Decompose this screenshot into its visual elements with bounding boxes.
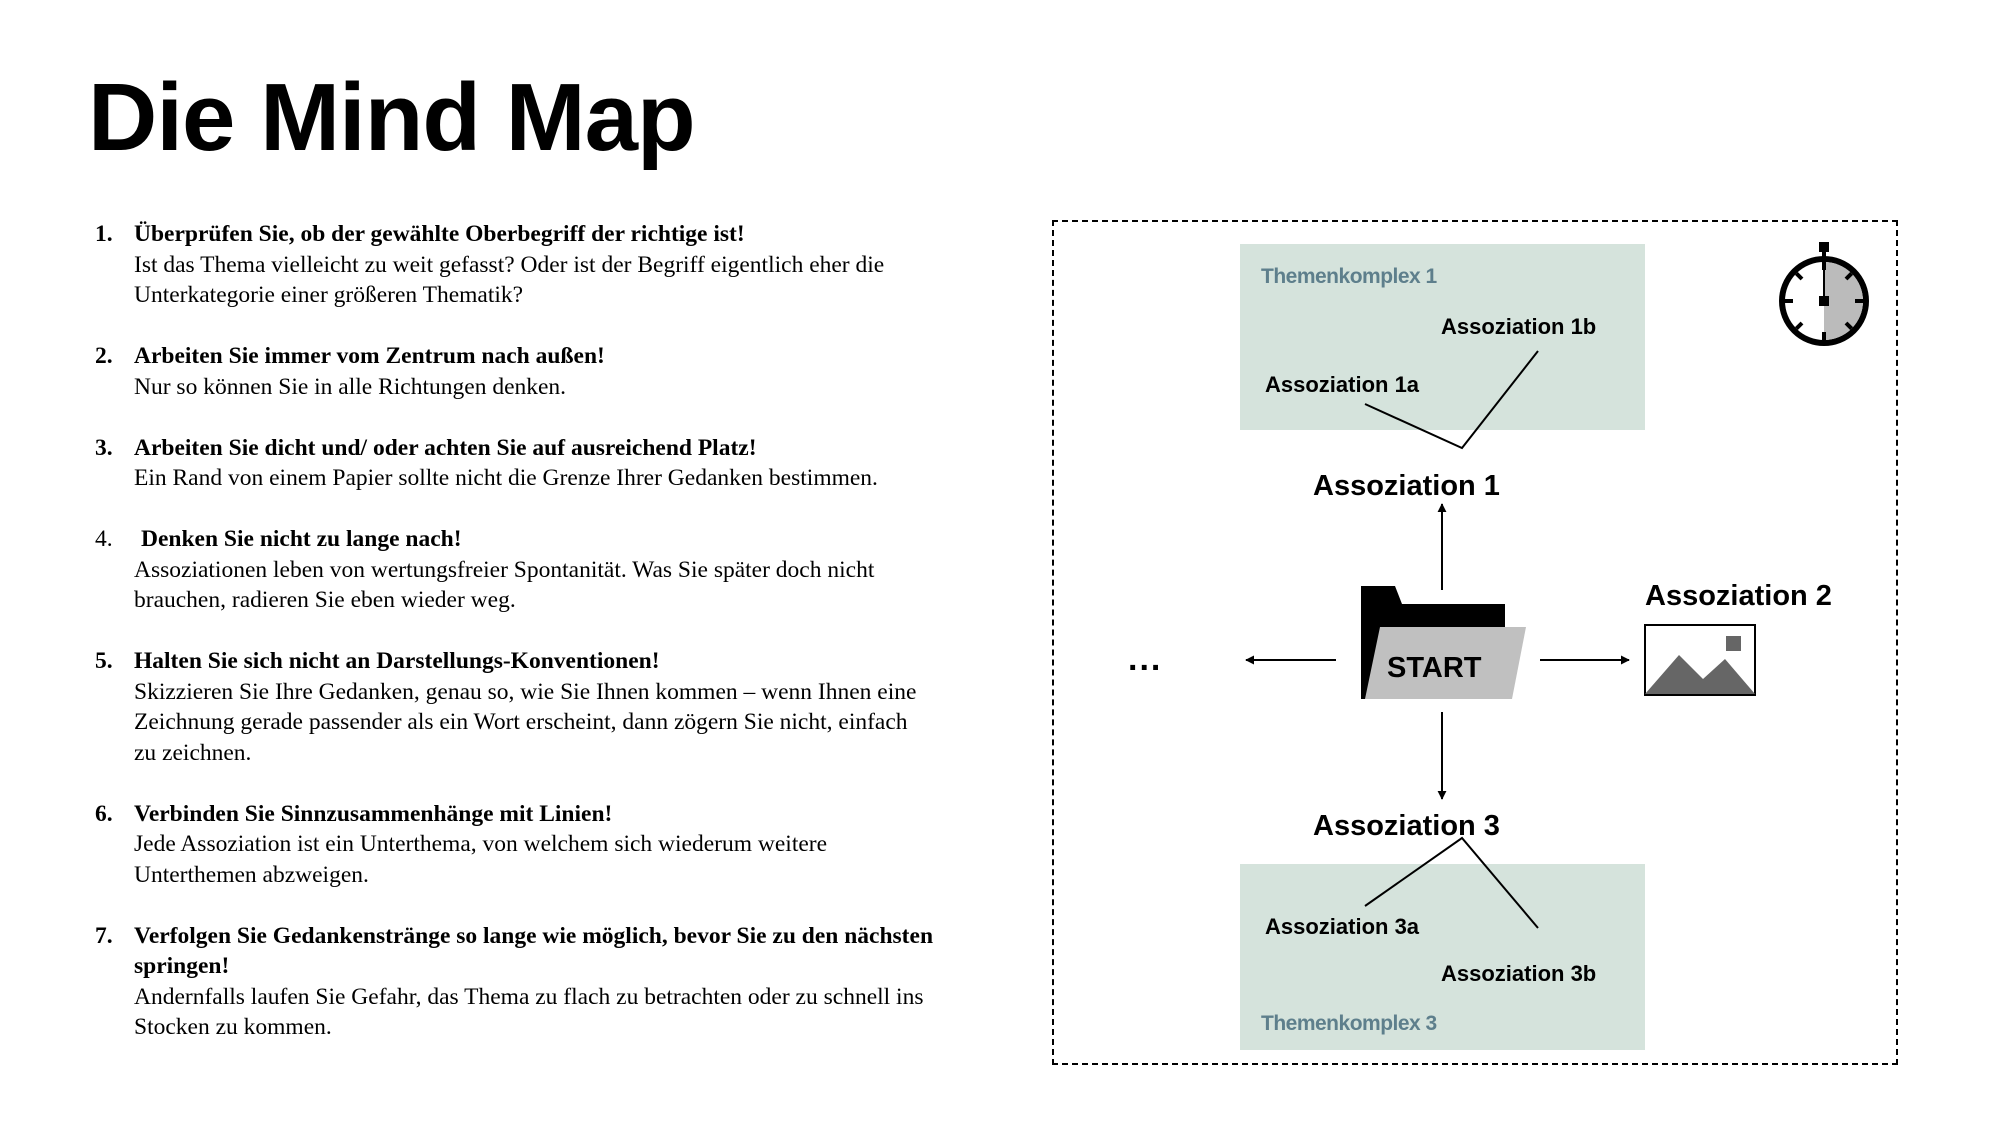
tip-number: 5. [95,648,113,674]
tip-number: 1. [95,221,113,247]
tip-body: Ein Rand von einem Papier sollte nicht d… [134,465,878,491]
stopwatch-icon [1779,242,1869,346]
tip-heading: Verfolgen Sie Gedankenstränge so lange w… [134,922,934,980]
tip-heading: Arbeiten Sie immer vom Zentrum nach auße… [134,343,605,369]
tip-heading: Denken Sie nicht zu lange nach! [141,526,462,552]
start-label: START [1387,652,1482,684]
connector-1a [1364,350,1539,450]
assoziation-3a-label: Assoziation 3a [1265,914,1420,939]
tip-heading: Halten Sie sich nicht an Darstellungs-Ko… [134,648,660,674]
mind-map-diagram: Themenkomplex 1 Assoziation 1b Assoziati… [1052,220,1898,1065]
tip-number: 7. [95,922,113,949]
themenkomplex-3-label: Themenkomplex 3 [1261,1012,1437,1035]
tip-item-4: 4. Denken Sie nicht zu lange nach! Assoz… [95,524,935,616]
assoziation-3-label: Assoziation 3 [1313,810,1500,842]
tip-heading: Verbinden Sie Sinnzusammenhänge mit Lini… [134,800,613,827]
tip-body: Jede Assoziation ist ein Unterthema, von… [134,831,828,888]
tip-body: Assoziationen leben von wertungsfreier S… [134,556,875,614]
image-icon [1644,624,1756,696]
tip-body: Andernfalls laufen Sie Gefahr, das Thema… [134,983,924,1041]
assoziation-1a-label: Assoziation 1a [1265,372,1420,397]
themenkomplex-1-box [1240,244,1645,430]
themenkomplex-1-label: Themenkomplex 1 [1261,265,1437,288]
diagram-graphics [1245,242,1869,929]
folder-icon [1361,586,1526,699]
assoziation-1b-label: Assoziation 1b [1441,314,1597,339]
ellipsis-label: ... [1128,640,1163,678]
assoziation-1-label: Assoziation 1 [1313,470,1500,502]
tip-heading: Arbeiten Sie dicht und/ oder achten Sie … [134,434,757,461]
tip-body: Ist das Thema vielleicht zu weit gefasst… [134,251,885,309]
assoziation-2-label: Assoziation 2 [1645,580,1832,612]
tip-item-6: 6. Verbinden Sie Sinnzusammenhänge mit L… [95,799,935,891]
themenkomplex-3-box [1240,864,1645,1050]
assoziation-3b-label: Assoziation 3b [1441,961,1597,986]
tip-body: Nur so können Sie in alle Richtungen den… [134,373,567,400]
tips-list: 1. Überprüfen Sie, ob der gewählte Oberb… [95,219,935,1073]
tip-number: 4. [95,526,113,552]
connector-3a [1364,836,1539,929]
tip-number: 3. [95,434,113,461]
tip-body: Skizzieren Sie Ihre Gedanken, genau so, … [134,678,917,766]
tip-number: 2. [95,343,113,369]
tip-item-1: 1. Überprüfen Sie, ob der gewählte Oberb… [95,219,935,311]
tip-heading: Überprüfen Sie, ob der gewählte Oberbegr… [134,221,745,247]
tip-item-3: 3. Arbeiten Sie dicht und/ oder achten S… [95,433,935,494]
tip-item-2: 2. Arbeiten Sie immer vom Zentrum nach a… [95,341,935,402]
tip-item-5: 5. Halten Sie sich nicht an Darstellungs… [95,646,935,768]
tip-number: 6. [95,800,113,827]
page-title: Die Mind Map [88,64,696,171]
tip-item-7: 7. Verfolgen Sie Gedankenstränge so lang… [95,921,935,1043]
